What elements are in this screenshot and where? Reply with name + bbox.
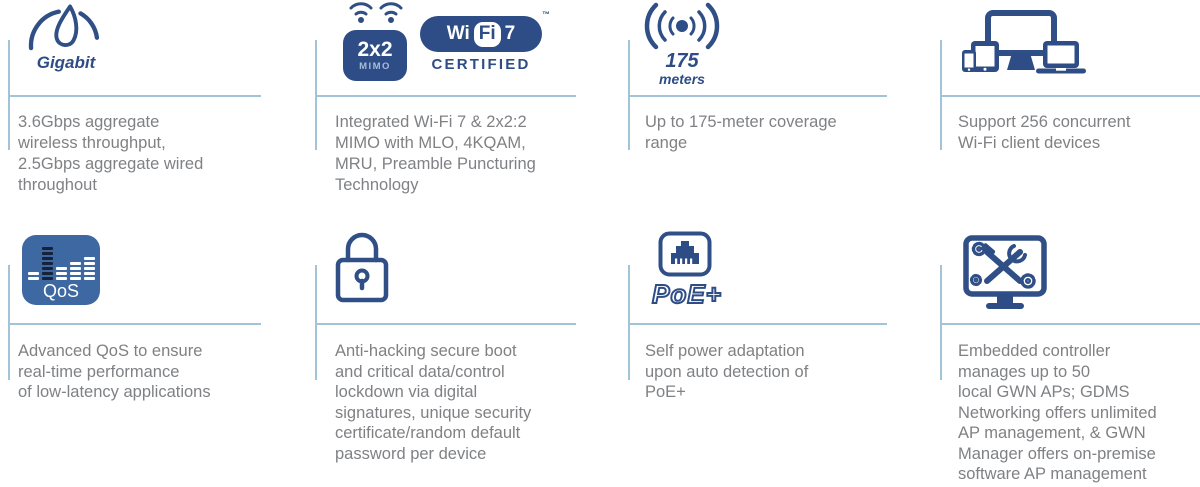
feature-text: 3.6Gbps aggregate wireless throughput, 2… bbox=[18, 113, 204, 194]
devices-icon bbox=[962, 10, 1086, 74]
mimo-badge-top-label: 2x2 bbox=[357, 38, 393, 61]
accent-vline bbox=[315, 265, 317, 380]
accent-vline bbox=[940, 265, 942, 380]
accent-vline bbox=[628, 265, 630, 380]
feature-text: Anti-hacking secure boot and critical da… bbox=[335, 342, 532, 463]
mimo-badge-bottom-label: MIMO bbox=[359, 61, 391, 72]
feature-coverage-range: 175 meters Up to 175-meter coverage rang… bbox=[628, 0, 887, 215]
divider-line bbox=[8, 95, 261, 97]
speedometer-icon bbox=[28, 4, 100, 51]
feature-text: Support 256 concurrent Wi-Fi client devi… bbox=[958, 113, 1131, 152]
trademark-symbol: ™ bbox=[542, 10, 550, 19]
equalizer-bars bbox=[27, 242, 95, 280]
divider-line bbox=[628, 95, 887, 97]
wifi-7-text: 7 bbox=[504, 23, 516, 44]
qos-label: QoS bbox=[42, 281, 80, 301]
feature-gigabit: Gigabit 3.6Gbps aggregate wireless throu… bbox=[8, 0, 261, 215]
feature-wifi7-mimo: 2x2 MIMO Wi Fi 7 ™ CERTIFIED Integrated … bbox=[315, 0, 576, 215]
divider-line bbox=[315, 323, 576, 325]
divider-line bbox=[628, 323, 887, 325]
feature-text: Up to 175-meter coverage range bbox=[645, 113, 837, 152]
wifi-certified-text: CERTIFIED bbox=[431, 56, 531, 73]
mimo-badge-box: 2x2 MIMO bbox=[343, 30, 407, 81]
padlock-icon bbox=[335, 232, 389, 303]
feature-poe-power: PoE+ Self power adaptation upon auto det… bbox=[628, 215, 887, 487]
wifi-fi-text: Fi bbox=[473, 21, 501, 47]
feature-client-capacity: Support 256 concurrent Wi-Fi client devi… bbox=[940, 0, 1200, 215]
managed-monitor-icon bbox=[963, 235, 1047, 309]
divider-line bbox=[315, 95, 576, 97]
wifi7-certified-logo: Wi Fi 7 ™ CERTIFIED bbox=[415, 10, 550, 73]
feature-security: Anti-hacking secure boot and critical da… bbox=[315, 215, 576, 487]
wifi7-pill: Wi Fi 7 ™ bbox=[420, 10, 550, 52]
poe-plus-label: PoE+ bbox=[651, 278, 722, 310]
feature-text: Integrated Wi-Fi 7 & 2x2:2 MIMO with MLO… bbox=[335, 113, 536, 194]
mimo-badge: 2x2 MIMO bbox=[343, 0, 409, 81]
signal-range-icon bbox=[644, 2, 720, 50]
divider-line bbox=[8, 323, 261, 325]
ethernet-port-icon bbox=[658, 231, 712, 277]
wifi-wi-text: Wi bbox=[446, 23, 470, 44]
gigabit-label: Gigabit bbox=[36, 53, 96, 72]
range-label: 175 meters bbox=[646, 51, 718, 86]
divider-line bbox=[940, 323, 1200, 325]
feature-advanced-qos: QoS Advanced QoS to ensure real-time per… bbox=[8, 215, 261, 487]
range-unit: meters bbox=[659, 71, 705, 87]
accent-vline bbox=[8, 265, 10, 380]
feature-text: Advanced QoS to ensure real-time perform… bbox=[18, 342, 211, 401]
feature-management: Embedded controller manages up to 50 loc… bbox=[940, 215, 1200, 487]
range-value: 175 bbox=[665, 50, 699, 72]
qos-badge-icon: QoS bbox=[22, 235, 100, 305]
divider-line bbox=[940, 95, 1200, 97]
feature-text: Self power adaptation upon auto detectio… bbox=[645, 342, 809, 401]
feature-text: Embedded controller manages up to 50 loc… bbox=[958, 342, 1157, 483]
dual-wifi-signal-icon bbox=[349, 2, 403, 23]
